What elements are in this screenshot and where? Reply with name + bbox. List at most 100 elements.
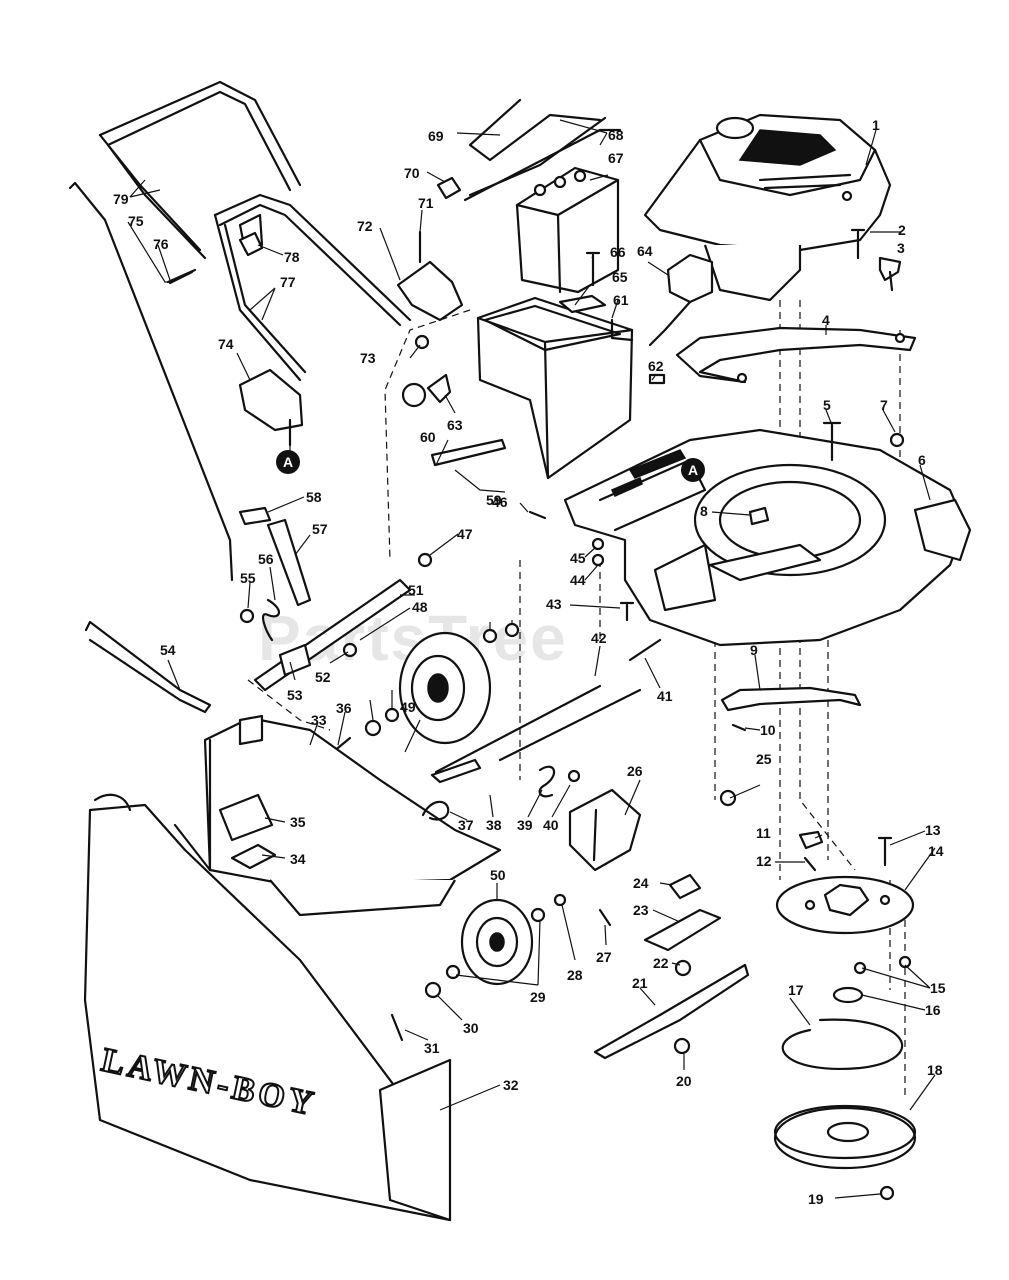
washer-44 bbox=[591, 553, 605, 567]
handle-mount-bracket bbox=[238, 368, 304, 432]
washer-30 bbox=[364, 719, 382, 737]
part-number: 18 bbox=[927, 1062, 943, 1078]
washer-45 bbox=[591, 537, 605, 551]
part-number: 12 bbox=[756, 853, 772, 869]
blade-stiffener bbox=[643, 908, 722, 952]
chute-hinge-bracket bbox=[568, 788, 642, 872]
adapter-nut bbox=[853, 961, 867, 975]
cable-clip bbox=[436, 176, 462, 200]
adapter-nut-2 bbox=[898, 955, 912, 969]
adjust-spring bbox=[261, 598, 280, 642]
part-number: 65 bbox=[612, 269, 628, 285]
part-number: 35 bbox=[290, 814, 306, 830]
stiffener-bracket bbox=[668, 873, 702, 900]
spring-nut bbox=[567, 769, 581, 783]
part-number: 37 bbox=[458, 817, 474, 833]
part-number: 64 bbox=[637, 243, 653, 259]
part-number: 74 bbox=[218, 336, 234, 352]
part-number: 76 bbox=[153, 236, 169, 252]
part-number: 28 bbox=[567, 967, 583, 983]
nut-55 bbox=[239, 608, 255, 624]
part-number: 9 bbox=[750, 642, 758, 658]
part-number: 47 bbox=[457, 526, 473, 542]
pawl-78 bbox=[238, 231, 264, 257]
part-number: 19 bbox=[808, 1191, 824, 1207]
hinge-plate-35 bbox=[218, 793, 274, 842]
nut-47 bbox=[417, 552, 433, 568]
blade-nut bbox=[673, 1037, 691, 1055]
part-number: 77 bbox=[280, 274, 296, 290]
o-ring bbox=[832, 986, 864, 1004]
part-number: 31 bbox=[424, 1040, 440, 1056]
deck-bolt bbox=[822, 421, 842, 462]
part-number: 16 bbox=[925, 1002, 941, 1018]
rear-wheel bbox=[398, 631, 492, 745]
part-number: 69 bbox=[428, 128, 444, 144]
washer-29d bbox=[445, 964, 461, 980]
adjust-clip bbox=[238, 506, 272, 526]
part-number: 58 bbox=[306, 489, 322, 505]
bracket-screw bbox=[598, 908, 612, 927]
cable-37 bbox=[421, 800, 450, 821]
control-rod bbox=[68, 181, 234, 582]
battery bbox=[515, 166, 620, 294]
part-number: 43 bbox=[546, 596, 562, 612]
adapter-bolt bbox=[877, 836, 893, 867]
deck-nut bbox=[889, 432, 905, 448]
part-number: 46 bbox=[492, 494, 508, 510]
spacer bbox=[719, 789, 737, 807]
part-number: 40 bbox=[543, 817, 559, 833]
cutting-blade bbox=[593, 963, 750, 1060]
part-number: 48 bbox=[412, 599, 428, 615]
part-number: 52 bbox=[315, 669, 331, 685]
shroud-bolt bbox=[850, 228, 866, 260]
wheel-bolt-31 bbox=[390, 1013, 404, 1042]
part-number: 56 bbox=[258, 551, 274, 567]
spark-plug-boot bbox=[648, 253, 714, 347]
part-number: 55 bbox=[240, 570, 256, 586]
part-number: 25 bbox=[756, 751, 772, 767]
lower-handle bbox=[213, 193, 412, 382]
part-number: 36 bbox=[336, 700, 352, 716]
screw-46 bbox=[528, 510, 547, 520]
part-number: 49 bbox=[400, 699, 416, 715]
crankshaft-key bbox=[748, 506, 770, 526]
part-number: 11 bbox=[756, 825, 771, 841]
mount-pad bbox=[558, 294, 607, 314]
part-number: 75 bbox=[128, 213, 144, 229]
axle-clip bbox=[628, 638, 662, 662]
part-number: 27 bbox=[596, 949, 612, 965]
part-number: 5 bbox=[823, 397, 831, 413]
wing-nut bbox=[878, 256, 902, 292]
cotter-pin bbox=[803, 856, 817, 872]
part-number: 15 bbox=[930, 980, 946, 996]
part-number: 51 bbox=[408, 582, 424, 598]
screw-76 bbox=[166, 268, 197, 284]
part-number: 7 bbox=[880, 397, 888, 413]
part-number: 68 bbox=[608, 127, 624, 143]
bag-frame bbox=[84, 620, 212, 714]
rear-chute bbox=[173, 714, 502, 917]
part-number: 54 bbox=[160, 642, 176, 658]
deck-bolt-43 bbox=[619, 601, 635, 622]
blade-adapter bbox=[775, 875, 915, 935]
part-number: 72 bbox=[357, 218, 373, 234]
foam-strip bbox=[430, 438, 507, 467]
part-number: 30 bbox=[463, 1020, 479, 1036]
callout-marker-deck: A bbox=[681, 458, 705, 482]
part-number: 17 bbox=[788, 982, 804, 998]
part-number: 44 bbox=[570, 572, 586, 588]
part-number: 20 bbox=[676, 1073, 692, 1089]
part-number: 29 bbox=[530, 989, 546, 1005]
height-adjust-plate bbox=[266, 518, 312, 607]
upper-handle bbox=[98, 80, 302, 260]
label-tag bbox=[648, 373, 666, 385]
washer-29b bbox=[384, 707, 400, 723]
part-number: 24 bbox=[633, 875, 649, 891]
lock-washer bbox=[798, 830, 824, 850]
rear-axle bbox=[434, 684, 642, 774]
bracket-nut-52 bbox=[342, 642, 358, 658]
part-number: 61 bbox=[613, 292, 629, 308]
ignition-switch bbox=[401, 373, 452, 408]
